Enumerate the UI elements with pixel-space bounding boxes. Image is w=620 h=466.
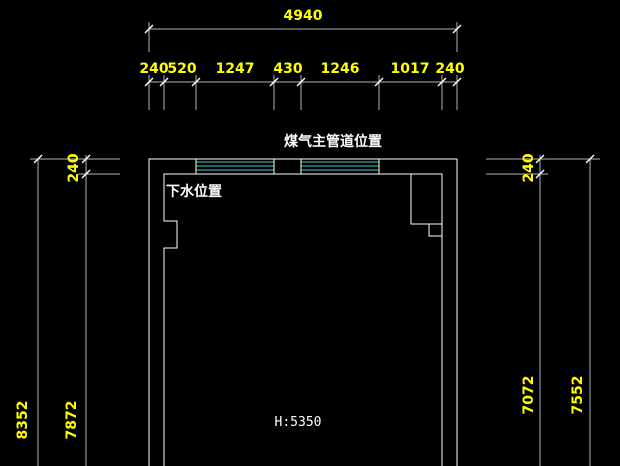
left-inner-height-label: 7872 <box>64 401 80 440</box>
window-left <box>195 159 275 174</box>
room-walls <box>148 158 458 466</box>
segment-label-3: 1247 <box>216 61 255 77</box>
segment-label-4: 430 <box>273 61 302 77</box>
overall-width-dimension: 4940 <box>144 8 462 52</box>
right-inner-height-label: 7072 <box>521 376 537 415</box>
gas-pipe-position-label: 煤气主管道位置 <box>284 133 382 150</box>
segment-label-1: 240 <box>139 61 168 77</box>
drain-position-label: 下水位置 <box>166 183 222 200</box>
segment-label-5: 1246 <box>321 61 360 77</box>
segment-label-2: 520 <box>167 61 196 77</box>
left-wall-thickness-label: 240 <box>66 153 82 182</box>
segment-label-6: 1017 <box>391 61 430 77</box>
window-right <box>300 159 380 174</box>
segment-label-7: 240 <box>435 61 464 77</box>
left-outer-height-label: 8352 <box>15 401 31 440</box>
left-dimensions: 240 8352 7872 <box>15 153 120 466</box>
segment-dimension-chain: 240 520 1247 430 1246 1017 240 <box>139 61 465 110</box>
right-outer-height-label: 7552 <box>570 376 586 415</box>
right-dimensions: 240 7072 7552 <box>486 153 600 466</box>
ceiling-height-label: H:5350 <box>275 415 322 430</box>
right-wall-thickness-label: 240 <box>521 153 537 182</box>
overall-width-label: 4940 <box>284 8 323 24</box>
